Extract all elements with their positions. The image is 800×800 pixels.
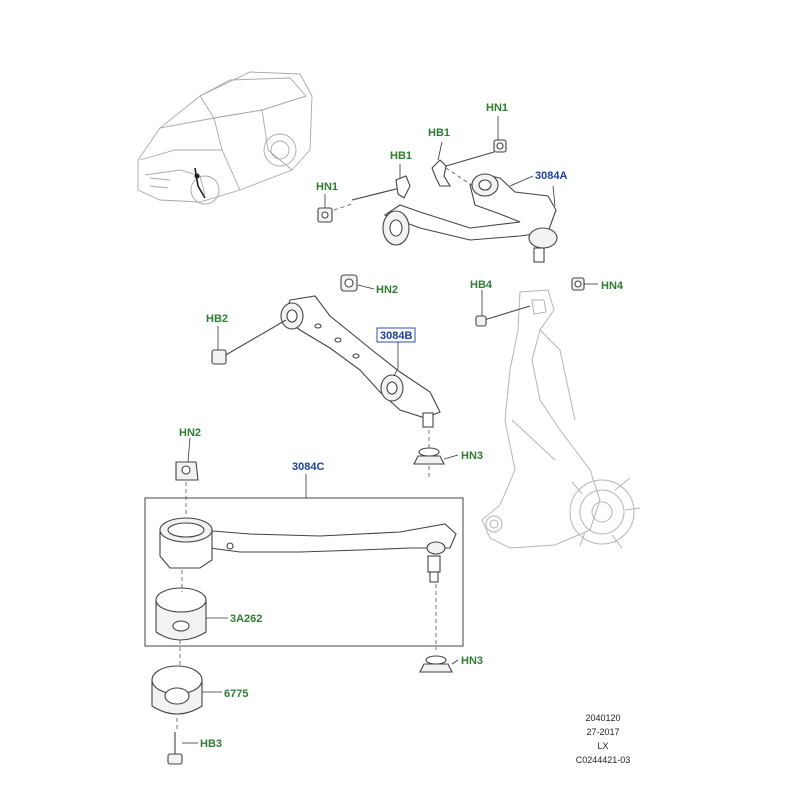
label-hb3: HB3 (200, 738, 222, 750)
label-hb4: HB4 (470, 279, 493, 291)
label-3a262: 3A262 (230, 613, 262, 625)
label-hn4: HN4 (601, 280, 624, 292)
label-3084b-box (376, 327, 416, 343)
label-hn3-low: HN3 (461, 655, 483, 667)
leader-lines (182, 116, 598, 744)
label-3084a: 3084A (535, 170, 567, 182)
ref-line-2: 27-2017 (586, 727, 619, 737)
label-hn1-left: HN1 (316, 181, 338, 193)
label-hn2-top: HN2 (376, 284, 398, 296)
steering-knuckle-illustration (481, 289, 641, 549)
upper-arm-fasteners (317, 139, 507, 223)
label-hb1-left: HB1 (390, 150, 412, 162)
vehicle-locator-illustration (137, 71, 313, 205)
label-6775: 6775 (224, 688, 248, 700)
ref-line-4: C0244421-03 (576, 755, 631, 765)
knuckle-fasteners (475, 277, 585, 327)
upper-control-arm-3084a (382, 173, 558, 263)
lower-rear-arm-3084c-assembly (144, 461, 464, 650)
ref-line-1: 2040120 (585, 713, 620, 723)
label-3084c: 3084C (292, 461, 324, 473)
label-3084b: 3084B (380, 330, 412, 342)
label-hn1-top: HN1 (486, 102, 508, 114)
label-hb1-right: HB1 (428, 127, 450, 139)
ref-line-3: LX (597, 741, 608, 751)
lower-bushing-and-bolt (151, 640, 453, 765)
label-hn3-mid: HN3 (461, 450, 483, 462)
lower-front-arm-3084b (211, 274, 445, 478)
label-hn2-left: HN2 (179, 427, 201, 439)
label-hb2: HB2 (206, 313, 228, 325)
assembly-box-3084c (144, 497, 464, 647)
